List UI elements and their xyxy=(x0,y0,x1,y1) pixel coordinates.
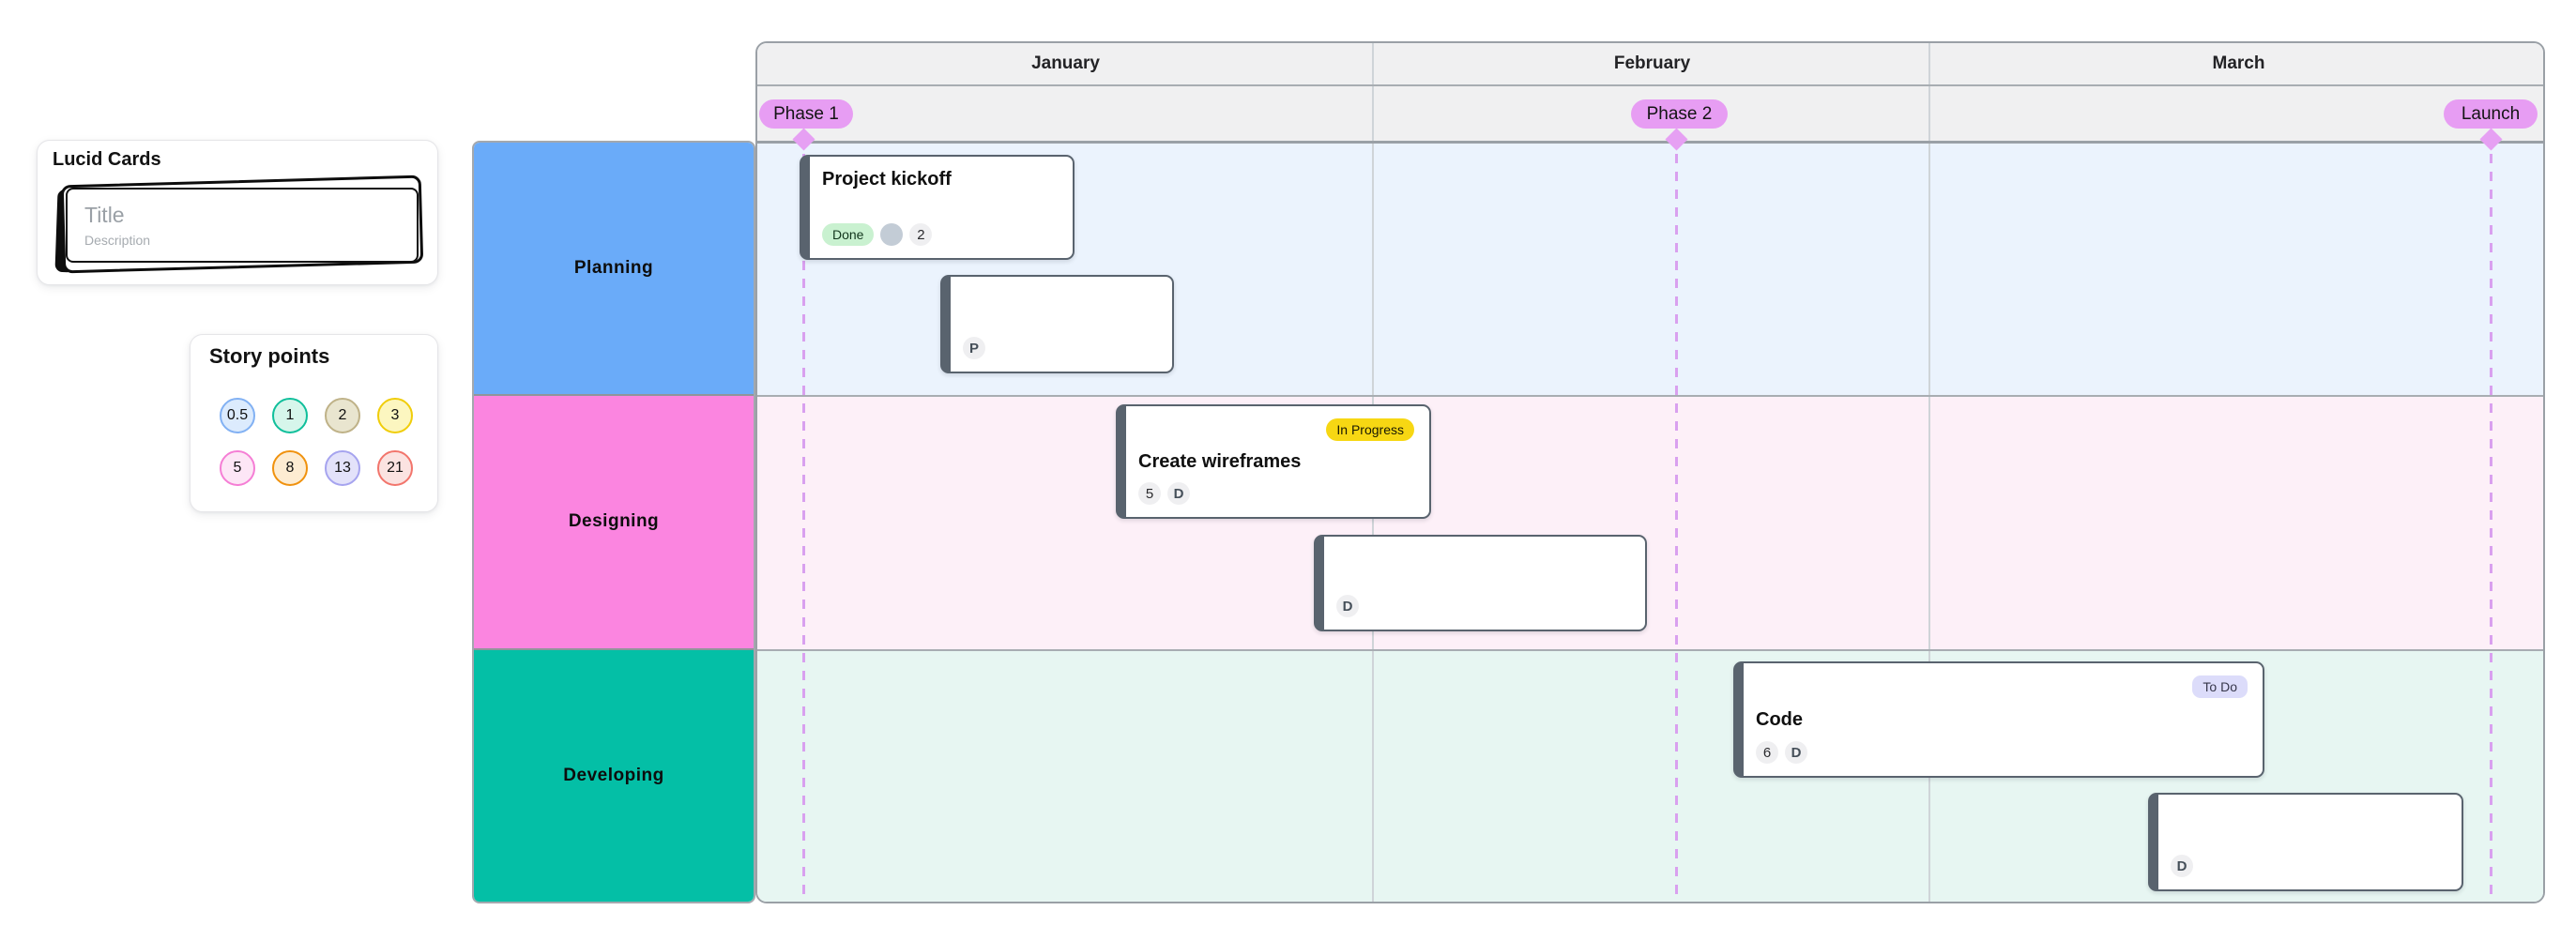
avatar xyxy=(880,223,904,246)
card-empty-planning[interactable]: P xyxy=(940,275,1174,373)
card-title: Project kickoff xyxy=(822,169,952,190)
row-divider-planning-designing xyxy=(757,395,2543,397)
milestone-line-phase-1 xyxy=(802,154,805,899)
row-label-planning[interactable]: Planning xyxy=(474,143,754,395)
story-point-chip-8[interactable]: 8 xyxy=(272,450,308,486)
row-label-column: Planning Designing Developing xyxy=(472,141,755,903)
track-designing xyxy=(757,397,2543,651)
card-badges: D xyxy=(1336,595,1630,617)
lucid-cards-panel-title: Lucid Cards xyxy=(53,149,161,170)
milestone-band-bottom-border xyxy=(757,141,2543,144)
row-label-designing[interactable]: Designing xyxy=(474,394,754,648)
assignee-badge: D xyxy=(1336,595,1359,617)
card-empty-designing[interactable]: D xyxy=(1314,535,1647,631)
card-create-wireframes[interactable]: In Progress Create wireframes 5 D xyxy=(1116,404,1431,519)
card-empty-developing[interactable]: D xyxy=(2148,793,2463,891)
month-header-january: January xyxy=(1031,53,1100,73)
card-badges: D xyxy=(2171,855,2446,877)
month-header-band xyxy=(757,43,2543,84)
assignee-badge: D xyxy=(1167,482,1190,505)
milestone-line-phase-2 xyxy=(1675,154,1678,899)
card-project-kickoff[interactable]: Project kickoff Done 2 xyxy=(800,155,1075,260)
card-template[interactable]: Title Description xyxy=(54,175,424,274)
assignee-badge: P xyxy=(963,337,985,359)
milestone-pill-phase-1[interactable]: Phase 1 xyxy=(759,99,853,129)
milestone-pill-phase-2[interactable]: Phase 2 xyxy=(1631,99,1728,129)
month-header-march: March xyxy=(2212,53,2265,73)
card-code[interactable]: To Do Code 6 D xyxy=(1733,661,2264,778)
milestone-pill-launch[interactable]: Launch xyxy=(2444,99,2538,129)
timeline-grid: January February March Phase 1 Phase 2 L… xyxy=(755,41,2545,903)
story-point-chip-3[interactable]: 3 xyxy=(377,398,413,433)
milestone-line-launch xyxy=(2490,154,2492,899)
status-badge-in-progress: In Progress xyxy=(1326,418,1414,441)
card-template-description-placeholder: Description xyxy=(84,233,151,248)
card-title: Code xyxy=(1756,709,1803,730)
assignee-badge: D xyxy=(2171,855,2193,877)
card-template-title-placeholder: Title xyxy=(84,203,125,227)
story-point-chip-5[interactable]: 5 xyxy=(220,450,255,486)
story-points-badge: 6 xyxy=(1756,741,1778,764)
month-divider-feb-mar xyxy=(1928,43,1930,902)
card-badges: 5 D xyxy=(1138,482,1414,505)
story-point-chip-2[interactable]: 2 xyxy=(325,398,360,433)
story-points-title: Story points xyxy=(209,344,330,368)
story-points-badge: 2 xyxy=(909,223,933,246)
story-points-badge: 5 xyxy=(1138,482,1161,505)
card-status-row: To Do xyxy=(1756,675,2248,698)
story-points-panel: Story points 0.5 1 2 3 5 8 13 21 xyxy=(190,334,438,512)
lucid-cards-panel: Lucid Cards Title Description xyxy=(37,140,438,285)
row-divider-designing-developing xyxy=(757,649,2543,651)
story-point-chip-1[interactable]: 1 xyxy=(272,398,308,433)
month-header-february: February xyxy=(1613,53,1691,73)
card-title: Create wireframes xyxy=(1138,451,1302,472)
status-badge-to-do: To Do xyxy=(2192,675,2248,698)
card-badges: P xyxy=(963,337,1157,359)
row-label-developing[interactable]: Developing xyxy=(474,647,754,902)
story-point-chip-0.5[interactable]: 0.5 xyxy=(220,398,255,433)
story-point-chip-13[interactable]: 13 xyxy=(325,450,360,486)
assignee-badge: D xyxy=(1785,741,1807,764)
card-badges: Done 2 xyxy=(822,223,1058,246)
header-bottom-border xyxy=(757,84,2543,86)
story-point-chip-21[interactable]: 21 xyxy=(377,450,413,486)
card-template-body[interactable]: Title Description xyxy=(66,188,419,263)
card-status-row: In Progress xyxy=(1138,418,1414,441)
status-badge-done: Done xyxy=(822,223,875,246)
card-badges: 6 D xyxy=(1756,741,2248,764)
